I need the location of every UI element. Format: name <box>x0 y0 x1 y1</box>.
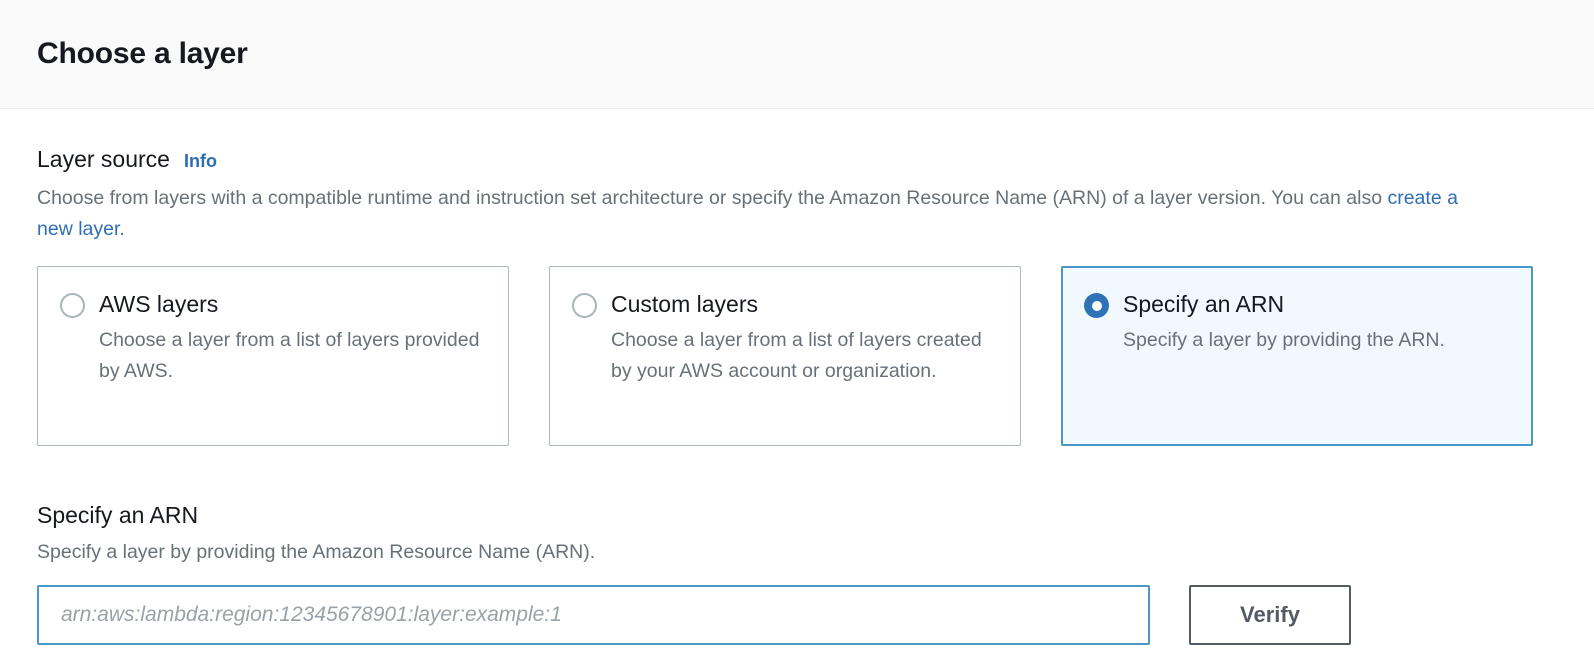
page-title: Choose a layer <box>37 37 248 70</box>
radio-icon[interactable] <box>60 293 85 318</box>
verify-button[interactable]: Verify <box>1189 585 1351 645</box>
option-text: Custom layers Choose a layer from a list… <box>611 289 1000 387</box>
info-link[interactable]: Info <box>183 151 217 171</box>
arn-section-label: Specify an ARN <box>37 502 199 528</box>
layer-source-options: AWS layers Choose a layer from a list of… <box>37 266 1557 446</box>
panel-body: Layer source Info Choose from layers wit… <box>0 109 1594 645</box>
layer-source-label: Layer source <box>37 146 170 172</box>
option-text: AWS layers Choose a layer from a list of… <box>99 289 488 387</box>
layer-source-option-custom-layers[interactable]: Custom layers Choose a layer from a list… <box>549 266 1021 446</box>
arn-input-row: Verify <box>37 585 1557 645</box>
option-title: AWS layers <box>99 291 219 317</box>
layer-source-description: Choose from layers with a compatible run… <box>37 183 1477 245</box>
option-description: Choose a layer from a list of layers cre… <box>611 329 982 382</box>
option-description: Specify a layer by providing the ARN. <box>1123 329 1445 351</box>
radio-checked-icon[interactable] <box>1084 293 1109 318</box>
radio-icon[interactable] <box>572 293 597 318</box>
arn-section-description: Specify a layer by providing the Amazon … <box>37 541 596 563</box>
option-text: Specify an ARN Specify a layer by provid… <box>1123 289 1512 356</box>
option-description: Choose a layer from a list of layers pro… <box>99 329 480 382</box>
panel-header: Choose a layer <box>0 0 1594 109</box>
layer-source-option-specify-an-arn[interactable]: Specify an ARN Specify a layer by provid… <box>1061 266 1533 446</box>
option-title: Custom layers <box>611 291 758 317</box>
layer-source-option-aws-layers[interactable]: AWS layers Choose a layer from a list of… <box>37 266 509 446</box>
arn-input[interactable] <box>37 585 1150 645</box>
layer-source-description-text: Choose from layers with a compatible run… <box>37 187 1388 209</box>
create-a-new-layer-link[interactable]: create a new layer. <box>37 187 1458 240</box>
option-title: Specify an ARN <box>1123 291 1285 317</box>
layer-source-label-row: Layer source Info <box>37 109 1557 173</box>
